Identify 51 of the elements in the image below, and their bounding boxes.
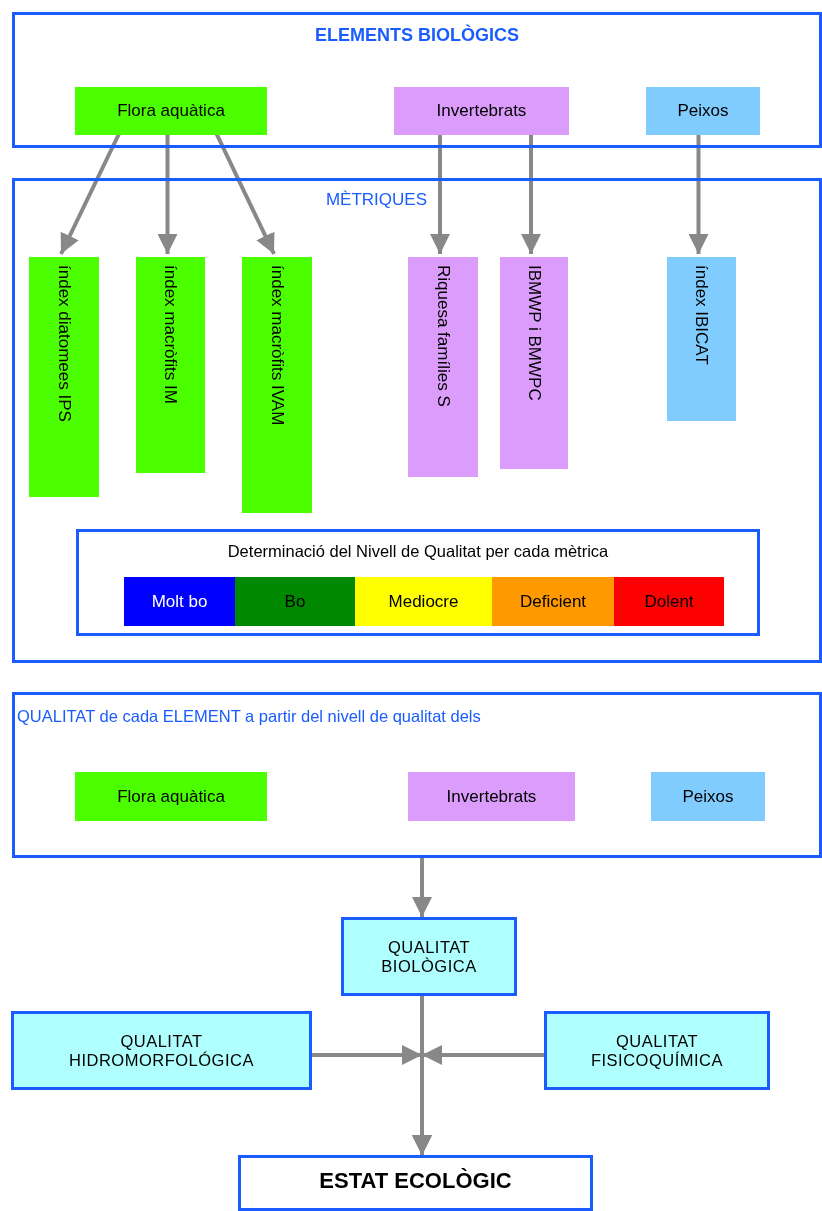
metric-box <box>667 257 736 421</box>
box-label: Peixos <box>681 785 735 808</box>
metric-box <box>500 257 568 469</box>
box-label: Riquesa famílies S <box>432 265 454 407</box>
section-heading: MÈTRIQUES <box>325 190 427 210</box>
element-box <box>394 87 569 135</box>
metric-box <box>408 257 478 477</box>
quality-level-bar <box>492 577 614 626</box>
box-label: índex IBICAT <box>691 265 713 365</box>
box-label: Deficient <box>518 590 588 613</box>
quality-box <box>11 1011 312 1090</box>
box-label: QUALITAT BIOLÒGICA <box>380 936 478 977</box>
box-label: Mediocre <box>387 590 460 613</box>
quality-box <box>544 1011 770 1090</box>
box-label: QUALITAT FISICOQUÍMICA <box>589 1030 725 1071</box>
box-label: índex macròfits IVAM <box>266 265 288 426</box>
quality-box <box>341 917 517 996</box>
quality-scale-panel <box>76 529 760 636</box>
metric-box <box>29 257 99 497</box>
box-label: IBMWP i BMWPC <box>523 265 545 401</box>
element-box <box>75 87 267 135</box>
quality-level-bar <box>614 577 724 626</box>
section-heading: Determinació del Nivell de Qualitat per cada mètrica <box>226 542 610 561</box>
quality-level-bar <box>124 577 235 626</box>
metric-box <box>242 257 312 513</box>
section-heading: QUALITAT de cada ELEMENT a partir del nivell de qualitat dels <box>17 707 481 726</box>
quality-level-bar <box>235 577 355 626</box>
box-label: Invertebrats <box>435 100 528 123</box>
box-label: Dolent <box>643 590 695 613</box>
box-label: Peixos <box>676 100 730 123</box>
arrow <box>412 858 432 917</box>
box-label: QUALITAT HIDROMORFOLÓGICA <box>68 1030 255 1071</box>
section-panel <box>12 178 822 663</box>
element-box <box>75 772 267 821</box>
box-label: índex macròfits IM <box>160 265 182 404</box>
element-box <box>646 87 760 135</box>
result-box <box>238 1155 593 1211</box>
box-label: Bo <box>283 590 307 613</box>
box-label: Invertebrats <box>445 785 538 808</box>
box-label: índex diatomees IPS <box>53 265 75 422</box>
section-panel <box>12 692 822 858</box>
section-heading: ELEMENTS BIOLÒGICS <box>314 25 520 46</box>
quality-level-bar <box>355 577 492 626</box>
element-box <box>651 772 765 821</box>
box-label: Molt bo <box>150 590 209 613</box>
metric-box <box>136 257 205 473</box>
box-label: Flora aquàtica <box>116 785 226 808</box>
element-box <box>408 772 575 821</box>
section-panel <box>12 12 822 148</box>
box-label: ESTAT ECOLÒGIC <box>318 1168 513 1194</box>
box-label: Flora aquàtica <box>116 100 226 123</box>
